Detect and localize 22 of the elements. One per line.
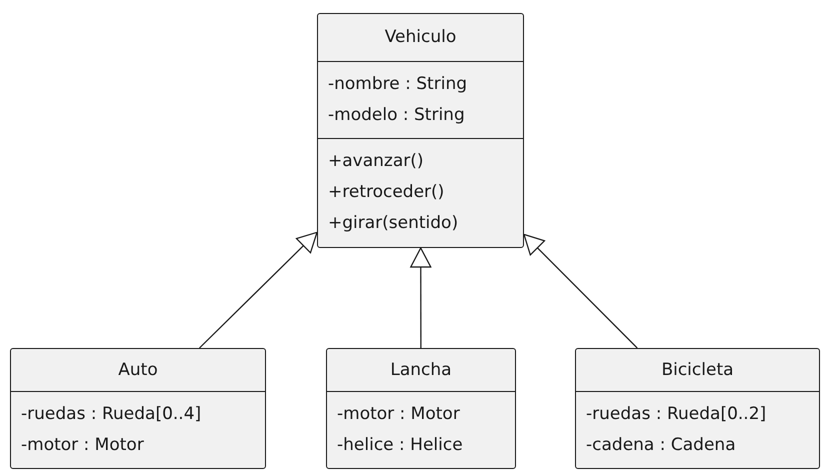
generalization-arrow bbox=[523, 234, 638, 348]
class-box bbox=[575, 348, 820, 469]
class-name: Bicicleta bbox=[661, 358, 734, 382]
attribute-text: -ruedas : Rueda[0..2] bbox=[586, 403, 768, 426]
attribute-text: -motor : Motor bbox=[337, 403, 461, 426]
attribute-text: -helice : Helice bbox=[337, 434, 464, 457]
attribute-text: -ruedas : Rueda[0..4] bbox=[21, 403, 202, 426]
method-text: +avanzar() bbox=[328, 150, 425, 173]
class-box bbox=[10, 348, 266, 469]
class-name: Auto bbox=[118, 358, 158, 382]
class-name: Lancha bbox=[390, 358, 452, 382]
class-name: Vehiculo bbox=[384, 26, 456, 49]
method-text: +girar(sentido) bbox=[328, 212, 460, 235]
class-box bbox=[317, 13, 524, 248]
generalization-arrow bbox=[410, 247, 432, 348]
method-text: +retroceder() bbox=[328, 181, 446, 204]
generalization-arrow bbox=[199, 232, 318, 348]
class-box bbox=[326, 348, 516, 469]
attribute-text: -nombre : String bbox=[328, 73, 468, 96]
attribute-text: -modelo : String bbox=[328, 104, 466, 127]
attribute-text: -motor : Motor bbox=[21, 434, 145, 457]
attribute-text: -cadena : Cadena bbox=[586, 434, 737, 457]
